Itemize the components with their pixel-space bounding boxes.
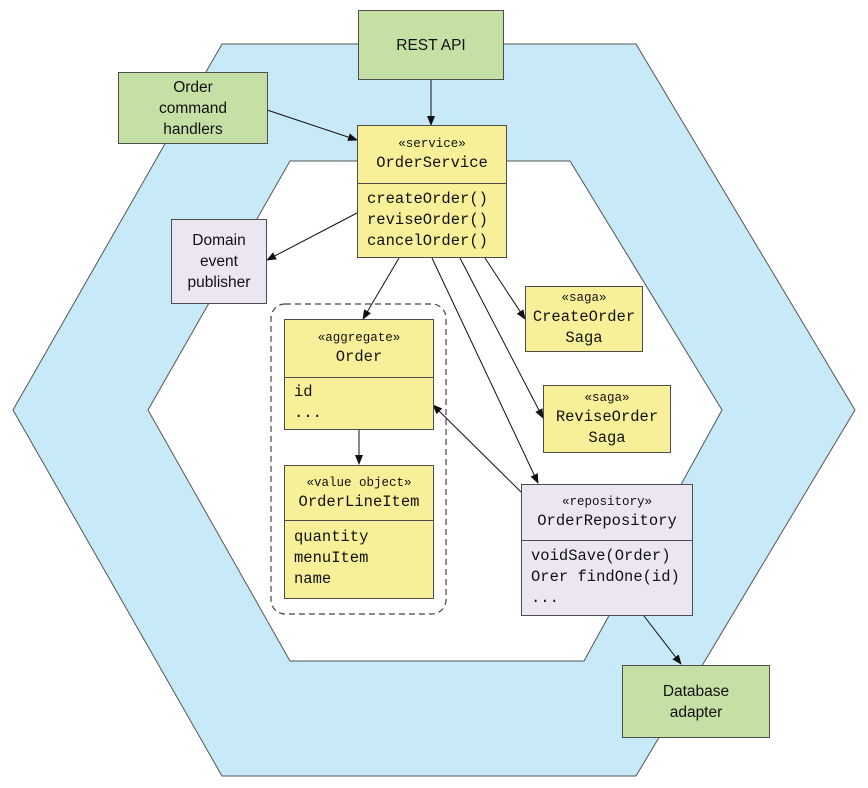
order-repository-method: ... bbox=[531, 589, 559, 607]
order-service-methods: createOrder() reviseOrder() cancelOrder(… bbox=[358, 184, 506, 252]
order-repository-method: Orer findOne(id) bbox=[531, 568, 680, 586]
order-repository-class: «repository» OrderRepository voidSave(Or… bbox=[521, 484, 693, 616]
order-service-name: OrderService bbox=[376, 154, 488, 172]
order-line-item-fields: quantity menuItem name bbox=[285, 521, 433, 590]
order-line-item-header: «value object» OrderLineItem bbox=[285, 466, 433, 521]
order-aggregate-fields: id ... bbox=[285, 378, 433, 424]
rest-api-adapter: REST API bbox=[358, 10, 504, 80]
order-aggregate-field: id bbox=[294, 383, 313, 401]
order-repository-methods: voidSave(Order) Orer findOne(id) ... bbox=[522, 541, 692, 609]
revise-order-saga-name-line-1: ReviseOrder bbox=[555, 408, 659, 426]
order-line-item-field: name bbox=[294, 570, 332, 588]
create-order-saga-name-line-1: CreateOrder bbox=[532, 308, 636, 326]
order-repository-header: «repository» OrderRepository bbox=[522, 485, 692, 541]
event-publisher-label-line-2: event bbox=[200, 253, 238, 270]
aggregate-boundary bbox=[270, 303, 447, 615]
order-aggregate-stereotype: «aggregate» bbox=[317, 331, 401, 345]
order-aggregate-header: «aggregate» Order bbox=[285, 320, 433, 378]
revise-order-saga-stereotype: «saga» bbox=[584, 391, 630, 405]
revise-order-saga-name-line-2: Saga bbox=[588, 429, 626, 447]
database-adapter: Database adapter bbox=[622, 665, 770, 738]
order-service-method: reviseOrder() bbox=[367, 211, 488, 229]
order-service-method: createOrder() bbox=[367, 190, 488, 208]
order-service-header: «service» OrderService bbox=[358, 126, 506, 184]
arrow-order-service-to-event-publisher bbox=[266, 212, 358, 261]
create-order-saga: «saga» CreateOrder Saga bbox=[525, 286, 643, 352]
order-line-item-field: menuItem bbox=[294, 549, 369, 567]
arrow-order-service-to-order-aggregate bbox=[362, 257, 400, 320]
order-line-item-stereotype: «value object» bbox=[306, 475, 412, 490]
rest-api-label: REST API bbox=[396, 36, 466, 54]
order-line-item-name: OrderLineItem bbox=[298, 492, 420, 511]
create-order-saga-stereotype: «saga» bbox=[561, 291, 607, 305]
order-line-item-field: quantity bbox=[294, 528, 369, 546]
database-adapter-label-line-1: Database bbox=[662, 682, 730, 700]
order-repository-method: voidSave(Order) bbox=[531, 547, 671, 565]
arrow-order-repository-to-order-aggregate bbox=[432, 404, 522, 493]
command-handlers-label-line-3: handlers bbox=[163, 120, 223, 138]
order-line-item-class: «value object» OrderLineItem quantity me… bbox=[284, 465, 434, 599]
domain-event-publisher: Domain event publisher bbox=[171, 219, 267, 304]
arrow-order-service-to-create-order-saga bbox=[484, 257, 526, 320]
order-aggregate-name: Order bbox=[335, 348, 383, 366]
event-publisher-label-line-3: publisher bbox=[187, 274, 251, 291]
order-service-class: «service» OrderService createOrder() rev… bbox=[357, 125, 507, 258]
command-handlers-label-line-1: Order bbox=[173, 78, 213, 96]
arrow-order-repository-to-database-adapter bbox=[643, 615, 682, 665]
revise-order-saga: «saga» ReviseOrder Saga bbox=[543, 385, 671, 453]
order-service-stereotype: «service» bbox=[398, 137, 466, 151]
event-publisher-label-line-1: Domain bbox=[192, 232, 246, 249]
order-aggregate-field: ... bbox=[294, 404, 322, 422]
order-command-handlers-adapter: Order command handlers bbox=[118, 72, 268, 144]
command-handlers-label-line-2: command bbox=[158, 99, 228, 117]
arrow-order-service-to-order-repository bbox=[431, 257, 539, 484]
order-repository-stereotype: «repository» bbox=[561, 495, 652, 509]
create-order-saga-name-line-2: Saga bbox=[565, 329, 603, 347]
database-adapter-label-line-2: adapter bbox=[669, 703, 723, 721]
arrow-command-handlers-to-order-service bbox=[266, 109, 358, 141]
arrow-order-service-to-revise-order-saga bbox=[459, 257, 544, 419]
order-aggregate-class: «aggregate» Order id ... bbox=[284, 319, 434, 430]
order-service-method: cancelOrder() bbox=[367, 232, 488, 250]
order-repository-name: OrderRepository bbox=[537, 512, 677, 530]
